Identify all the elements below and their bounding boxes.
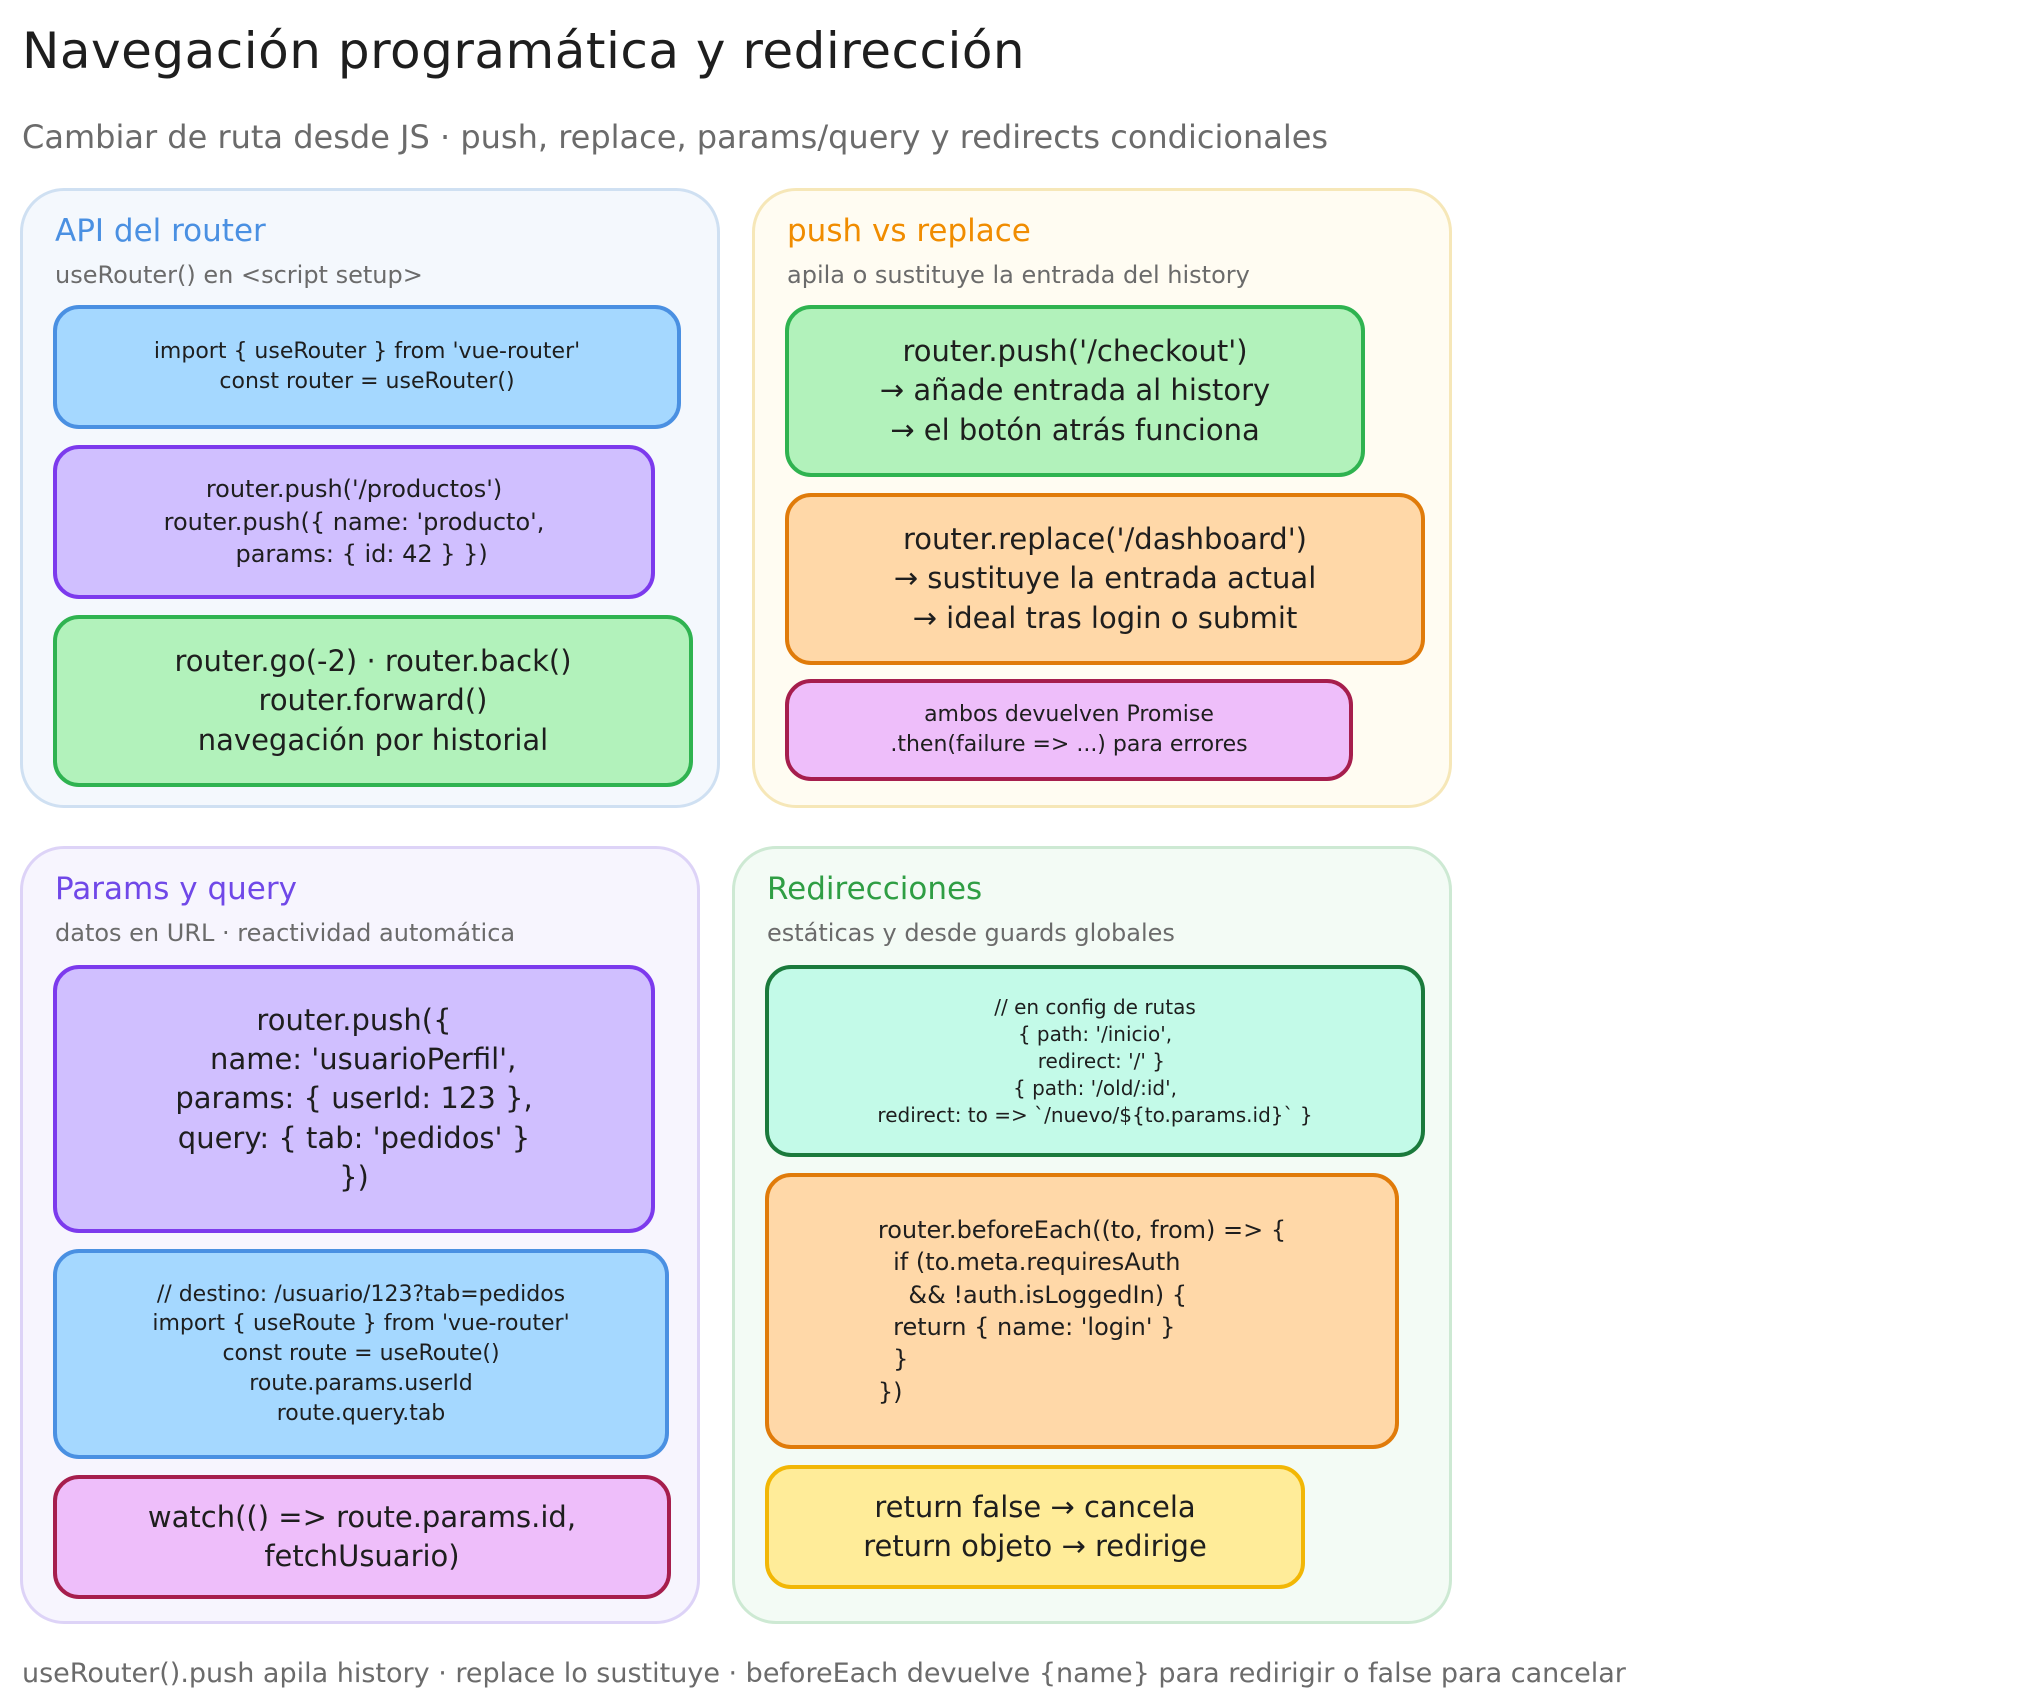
card-text: router.beforeEach((to, from) => { if (to… <box>877 1215 1287 1406</box>
panel-title: Params y query <box>55 871 297 907</box>
panel-params-query: Params y query datos en URL · reactivida… <box>20 846 700 1624</box>
page-title: Navegación programática y redirección <box>22 22 1026 80</box>
code-card-before-each-guard: router.beforeEach((to, from) => { if (to… <box>765 1173 1399 1449</box>
card-text: router.replace('/dashboard') → sustituye… <box>893 522 1317 635</box>
footer-summary: useRouter().push apila history · replace… <box>22 1658 1626 1689</box>
panel-title: Redirecciones <box>767 871 983 907</box>
card-text: return false → cancela return objeto → r… <box>863 1489 1207 1563</box>
code-card-route-config-redirect: // en config de rutas { path: '/inicio',… <box>765 965 1425 1157</box>
panel-subtitle: useRouter() en <script setup> <box>55 261 423 289</box>
code-card-useroute: // destino: /usuario/123?tab=pedidos imp… <box>53 1249 669 1459</box>
panel-subtitle: apila o sustituye la entrada del history <box>787 261 1250 289</box>
code-card-router-push: router.push('/productos') router.push({ … <box>53 445 655 599</box>
card-text: router.push('/productos') router.push({ … <box>163 475 545 569</box>
code-card-watch-params: watch(() => route.params.id, fetchUsuari… <box>53 1475 671 1599</box>
card-text: ambos devuelven Promise .then(failure =>… <box>890 702 1248 757</box>
panel-redirecciones: Redirecciones estáticas y desde guards g… <box>732 846 1452 1624</box>
card-text: import { useRouter } from 'vue-router' c… <box>153 339 581 394</box>
card-text: router.push('/checkout') → añade entrada… <box>879 334 1271 447</box>
code-card-promise: ambos devuelven Promise .then(failure =>… <box>785 679 1353 781</box>
card-text: router.push({ name: 'usuarioPerfil', par… <box>175 1003 533 1194</box>
panel-subtitle: estáticas y desde guards globales <box>767 919 1175 947</box>
page-subtitle: Cambiar de ruta desde JS · push, replace… <box>22 118 1329 156</box>
code-card-push-with-params: router.push({ name: 'usuarioPerfil', par… <box>53 965 655 1233</box>
code-card-guard-returns: return false → cancela return objeto → r… <box>765 1465 1305 1589</box>
panel-title: push vs replace <box>787 213 1031 249</box>
card-text: // en config de rutas { path: '/inicio',… <box>877 994 1313 1127</box>
code-card-history-navigation: router.go(-2) · router.back() router.for… <box>53 615 693 787</box>
panel-push-vs-replace: push vs replace apila o sustituye la ent… <box>752 188 1452 808</box>
panel-api-router: API del router useRouter() en <script se… <box>20 188 720 808</box>
code-card-import-userouter: import { useRouter } from 'vue-router' c… <box>53 305 681 429</box>
card-text: watch(() => route.params.id, fetchUsuari… <box>147 1499 577 1573</box>
panel-subtitle: datos en URL · reactividad automática <box>55 919 516 947</box>
code-card-router-replace: router.replace('/dashboard') → sustituye… <box>785 493 1425 665</box>
code-card-router-push-checkout: router.push('/checkout') → añade entrada… <box>785 305 1365 477</box>
card-text: router.go(-2) · router.back() router.for… <box>174 644 572 757</box>
card-text: // destino: /usuario/123?tab=pedidos imp… <box>152 1281 570 1426</box>
panel-title: API del router <box>55 213 266 249</box>
